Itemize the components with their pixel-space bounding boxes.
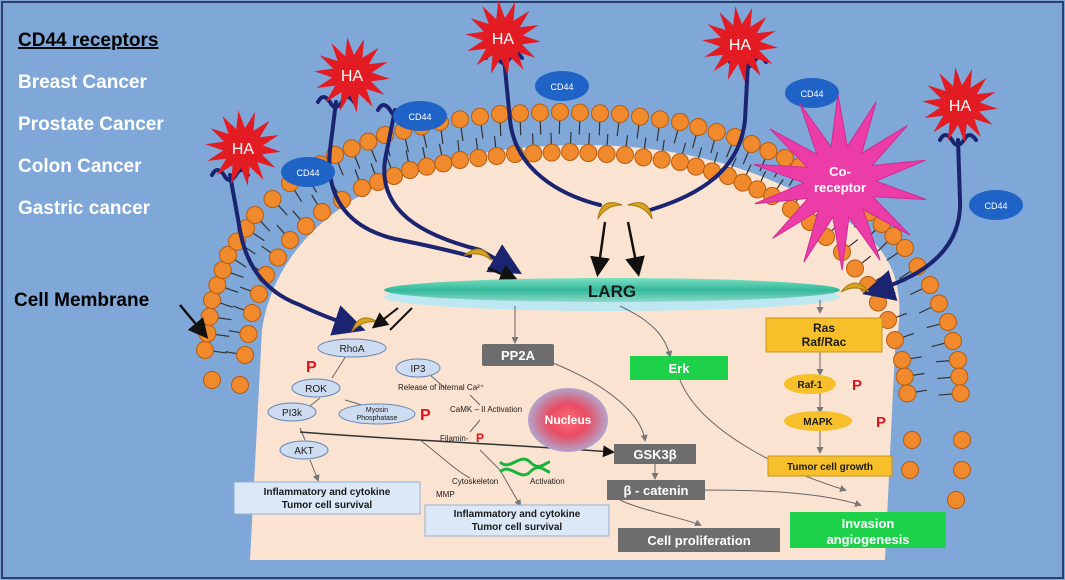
mmp-label: MMP [436,490,455,499]
nucleus-label: Nucleus [545,413,592,427]
beta-catenin-label: β - catenin [624,483,689,498]
rhoa-label: RhoA [339,344,364,355]
ha-star: HA [702,6,778,82]
ras-line2: Raf/Rac [802,335,847,349]
cd44-label: CD44 [408,112,431,122]
list-item: Colon Cancer [18,156,142,177]
cell-proliferation-box: Cell proliferation [618,528,780,552]
cell-membrane-label: Cell Membrane [14,290,149,311]
beta-catenin-box: β - catenin [607,480,705,500]
filamin-label: Filamin- [440,434,469,443]
phospho-raf1: P [852,377,862,394]
ha-label: HA [492,31,515,48]
coreceptor-line2: receptor [814,180,866,195]
adaptor-crescent [463,248,493,261]
raf1-node: Raf-1 [784,374,836,394]
ha-ligands: HA HA HA HA HA [205,0,998,186]
cd44-badge: CD44 [969,190,1023,220]
rok-label: ROK [305,384,327,395]
ha-label: HA [949,98,972,115]
cd44-badge: CD44 [785,78,839,108]
myosin-label: Myosin [366,407,388,414]
camk-label: CaMK – II Activation [450,405,522,414]
adaptor-crescent [597,202,623,220]
akt-label: AKT [294,446,313,457]
ip3-node: IP3 [395,358,441,378]
myosin-phosphatase-node: Myosin Phosphatase [338,403,416,425]
cytoplasm [250,145,900,560]
cd44-label: CD44 [550,82,573,92]
rok-node: ROK [291,378,341,398]
ha-label: HA [341,68,364,85]
coreceptor-star: Co- receptor [753,93,927,271]
akt-node: AKT [279,440,329,460]
rhoa-node: RhoA [317,338,387,358]
pi3k-label: PI3k [282,408,303,419]
cd44-label: CD44 [800,89,823,99]
gsk3b-label: GSK3β [633,447,676,462]
cancer-list: CD44 receptors Breast Cancer Prostate Ca… [18,30,164,219]
cd44-label: CD44 [984,201,1007,211]
cell-proliferation-label: Cell proliferation [647,533,750,548]
outcome-a-line2: Tumor cell survival [282,500,373,511]
erk-label: Erk [669,361,691,376]
tumor-growth-label: Tumor cell growth [787,462,873,473]
cytoskeleton-icon [498,457,551,477]
mapk-node: MAPK [784,411,852,431]
outcome-b-line2: Tumor cell survival [472,522,563,533]
tumor-growth-box: Tumor cell growth [767,455,893,477]
phospho-myosin: P [420,407,431,424]
phospho-filamin: P [476,431,484,445]
raf1-label: Raf-1 [797,380,822,391]
ha-star: HA [314,37,390,113]
larg-bar: LARG [384,278,840,311]
activation-label: Activation [530,477,565,486]
mapk-label: MAPK [803,417,833,428]
phospho-rhoa: P [306,359,317,376]
phosphatase-label: Phosphatase [357,415,398,422]
nucleus: Nucleus [528,388,608,452]
ip3-label: IP3 [410,364,425,375]
adaptor-crescent [627,202,653,220]
phospho-mapk: P [876,414,886,431]
pi3k-node: PI3k [267,402,317,422]
list-heading: CD44 receptors [18,30,158,51]
cd44-badge: CD44 [535,71,589,101]
ha-label: HA [729,37,752,54]
ha-label: HA [232,141,255,158]
outcome-a-line1: Inflammatory and cytokine [264,487,391,498]
invasion-line1: Invasion [842,516,895,531]
erk-box: Erk [630,356,728,380]
ha-star: HA [205,110,281,186]
adaptor-crescent [840,282,870,293]
invasion-line2: angiogenesis [826,532,909,547]
cd44-badge: CD44 [281,157,335,187]
gsk3b-box: GSK3β [614,444,696,464]
outcome-box-a: Inflammatory and cytokine Tumor cell sur… [233,481,421,515]
coreceptor-line1: Co- [829,164,851,179]
ha-star: HA [465,0,541,76]
invasion-box: Invasion angiogenesis [790,512,946,548]
outcome-b-line1: Inflammatory and cytokine [454,509,581,520]
pp2a-label: PP2A [501,348,536,363]
adaptor-crescents [351,202,870,333]
list-item: Prostate Cancer [18,114,164,135]
ras-box: Ras Raf/Rac [765,317,883,353]
pp2a-box: PP2A [482,344,554,366]
ha-star: HA [922,67,998,143]
cd44-badge: CD44 [393,101,447,131]
list-item: Breast Cancer [18,72,147,93]
ras-line1: Ras [813,321,835,335]
calcium-release-label: Release of internal Ca²⁺ [398,383,484,392]
larg-label: LARG [588,282,636,301]
cytoskeleton-label: Cytoskeleton [452,477,498,486]
list-item: Gastric cancer [18,198,151,219]
outcome-box-b: Inflammatory and cytokine Tumor cell sur… [424,504,610,537]
cd44-label: CD44 [296,168,319,178]
